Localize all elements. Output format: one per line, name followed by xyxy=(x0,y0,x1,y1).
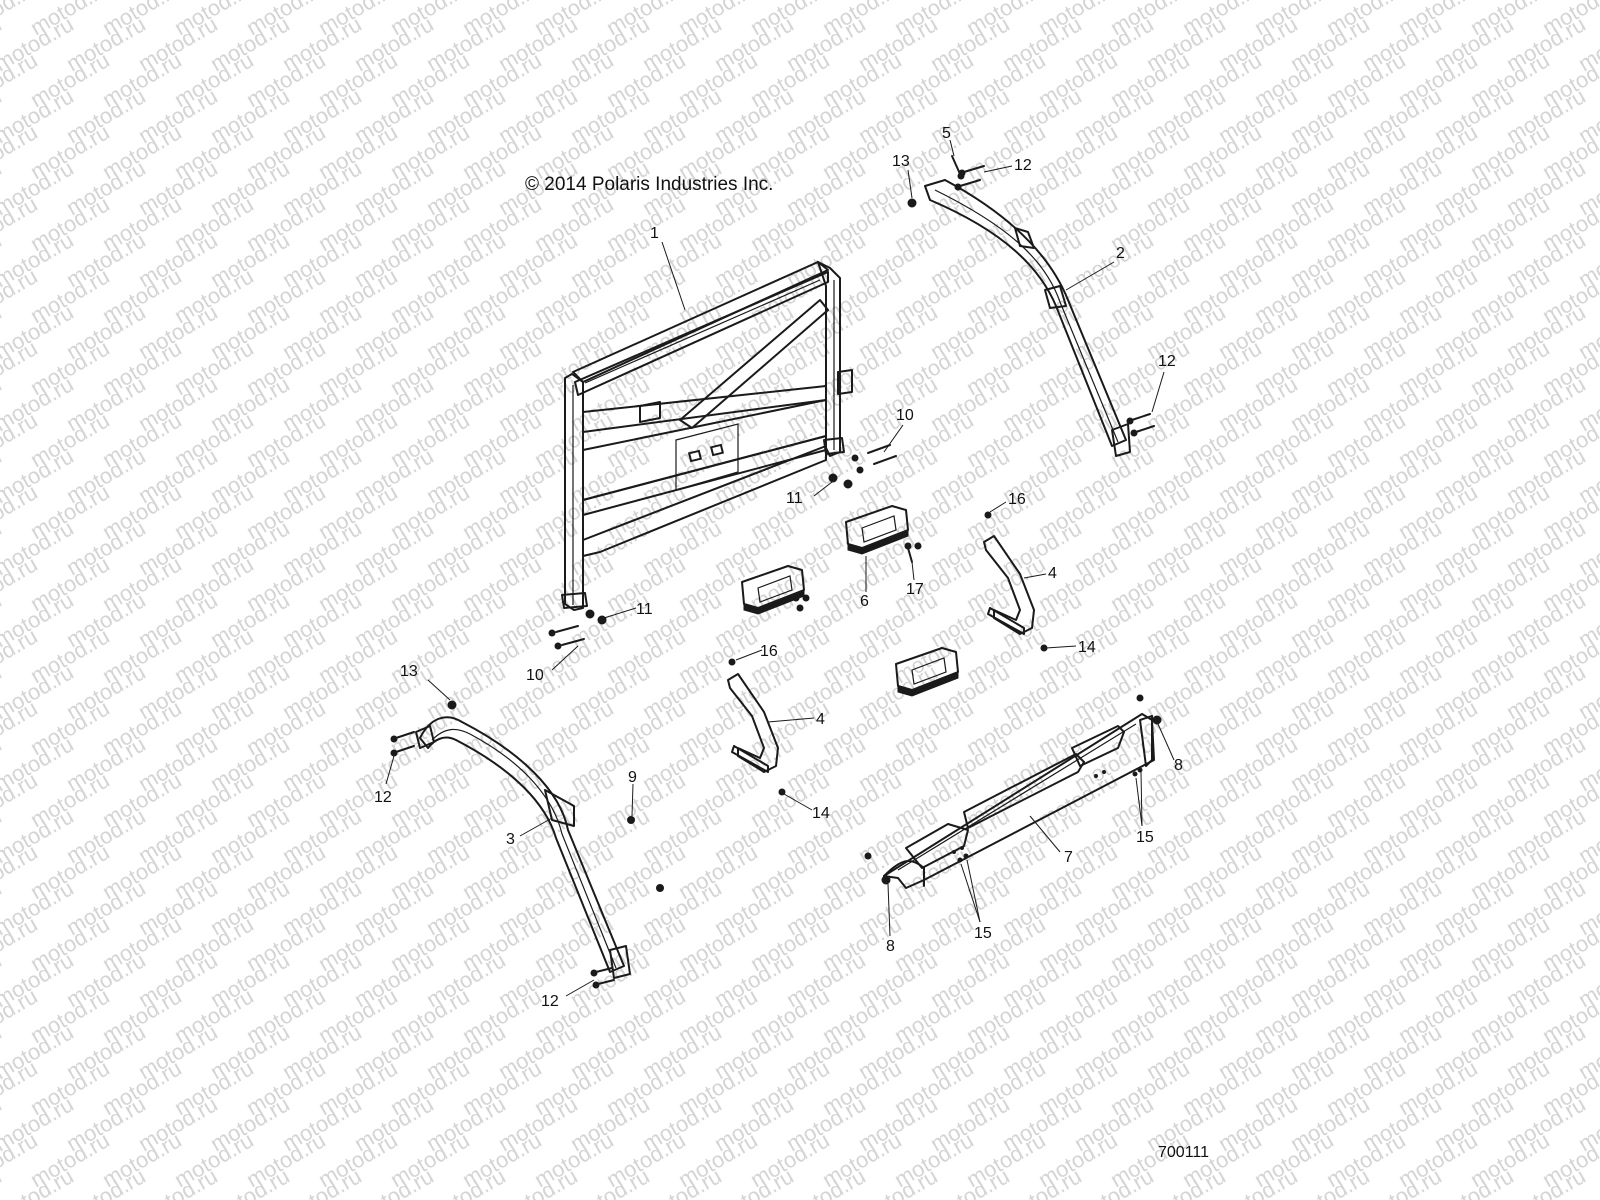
part-4-bracket-upper xyxy=(983,535,1035,635)
callout-12-top: 12 xyxy=(1014,157,1032,174)
callout-10-lower: 10 xyxy=(526,667,544,684)
callouts: 1 2 3 4 4 5 6 7 8 8 9 10 10 11 11 12 12 … xyxy=(374,125,1183,1010)
callout-13-top: 13 xyxy=(892,153,910,170)
callout-12-left: 12 xyxy=(374,789,392,806)
callout-11-upper: 11 xyxy=(786,490,803,507)
callout-13-left: 13 xyxy=(400,663,418,680)
callout-15-left: 15 xyxy=(974,925,992,942)
part-3-rear-rops-left xyxy=(415,716,631,979)
callout-10-upper: 10 xyxy=(896,407,914,424)
callout-14-lower: 14 xyxy=(812,805,830,822)
callout-3: 3 xyxy=(506,831,515,848)
callout-15-right: 15 xyxy=(1136,829,1154,846)
part-6-lamp-middle xyxy=(741,565,805,615)
callout-6: 6 xyxy=(860,593,869,610)
part-6-lamp-upper xyxy=(845,505,909,555)
callout-8-right: 8 xyxy=(1174,757,1183,774)
part-7-rear-panel xyxy=(883,713,1155,889)
callout-16-lower: 16 xyxy=(760,643,778,660)
fasteners xyxy=(390,155,1162,989)
part-6-lamp-lower xyxy=(895,647,959,697)
callout-5: 5 xyxy=(942,125,951,142)
callout-12-bottom: 12 xyxy=(541,993,559,1010)
callout-11-lower: 11 xyxy=(636,601,653,618)
part-2-rear-rops-right xyxy=(924,179,1131,457)
callout-12-right: 12 xyxy=(1158,353,1176,370)
callout-4-upper: 4 xyxy=(1048,565,1057,582)
watermark-text: motod.ru xyxy=(1574,0,1600,4)
part-1-cab-frame xyxy=(561,261,853,611)
callout-14-upper: 14 xyxy=(1078,639,1096,656)
callout-16-upper: 16 xyxy=(1008,491,1026,508)
callout-7: 7 xyxy=(1064,849,1073,866)
diagram-id: 700111 xyxy=(1158,1144,1209,1161)
callout-1: 1 xyxy=(650,225,659,242)
leader-lines xyxy=(385,139,1175,997)
callout-8-left: 8 xyxy=(886,938,895,955)
watermark-text: motod.ru xyxy=(0,1163,6,1200)
callout-17: 17 xyxy=(906,581,924,598)
callout-2: 2 xyxy=(1116,245,1125,262)
callout-4-lower: 4 xyxy=(816,711,825,728)
part-4-bracket-lower xyxy=(727,673,779,773)
copyright-text: © 2014 Polaris Industries Inc. xyxy=(525,174,773,195)
callout-9: 9 xyxy=(628,769,637,786)
